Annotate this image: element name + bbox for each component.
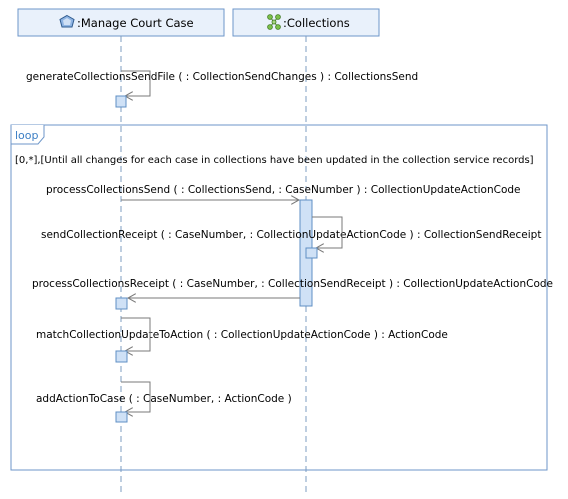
- message-label: matchCollectionUpdateToAction ( : Collec…: [36, 329, 448, 341]
- loop-keyword: loop: [15, 129, 39, 142]
- message-label: processCollectionsSend ( : CollectionsSe…: [46, 184, 521, 196]
- message-self-call[interactable]: matchCollectionUpdateToAction ( : Collec…: [36, 317, 448, 363]
- message-label: sendCollectionReceipt ( : CaseNumber, : …: [41, 229, 541, 241]
- lifeline-label: :Manage Court Case: [77, 16, 194, 30]
- activation-bar: [115, 95, 127, 108]
- message-label: generateCollectionsSendFile ( : Collecti…: [26, 71, 418, 83]
- lifeline-collections[interactable]: :Collections: [232, 8, 380, 37]
- message-label: addActionToCase ( : CaseNumber, : Action…: [36, 393, 292, 405]
- activation-bar: [305, 247, 318, 259]
- activation-bar: [115, 297, 128, 310]
- message-self-call[interactable]: generateCollectionsSendFile ( : Collecti…: [26, 70, 418, 108]
- message-label: processCollectionsReceipt ( : CaseNumber…: [32, 278, 553, 290]
- lifeline-label: :Collections: [283, 16, 350, 30]
- activation-bar: [115, 411, 128, 423]
- component-icon: [59, 14, 75, 28]
- message-self-call[interactable]: sendCollectionReceipt ( : CaseNumber, : …: [41, 216, 541, 259]
- collaboration-icon: [267, 14, 281, 30]
- activation-bar: [115, 350, 128, 363]
- message-call[interactable]: processCollectionsSend ( : CollectionsSe…: [46, 184, 521, 200]
- message-self-call[interactable]: addActionToCase ( : CaseNumber, : Action…: [36, 381, 292, 423]
- loop-guard: [0,*],[Until all changes for each case i…: [15, 155, 534, 166]
- message-call[interactable]: processCollectionsReceipt ( : CaseNumber…: [32, 278, 553, 310]
- lifeline-manage-court-case[interactable]: :Manage Court Case: [17, 8, 225, 37]
- loop-fragment[interactable]: loop [0,*],[Until all changes for each c…: [10, 124, 548, 471]
